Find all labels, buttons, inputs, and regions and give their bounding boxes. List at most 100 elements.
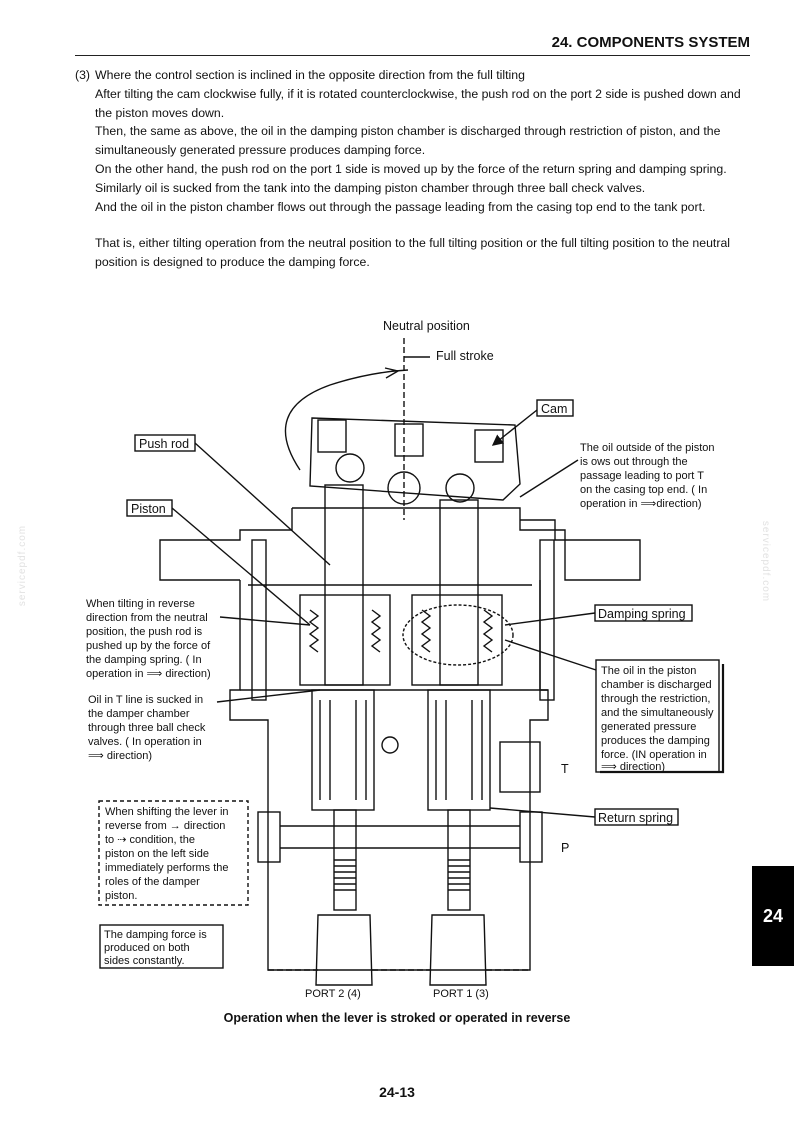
shift-line: piston on the left side — [105, 848, 209, 860]
both-sides-line: produced on both — [104, 942, 190, 954]
paragraph-line: After tilting the cam clockwise fully, i… — [95, 86, 741, 120]
piston-chamber-left — [299, 594, 391, 686]
oil-outside-line: passage leading to port T — [580, 470, 704, 482]
spool-right-grooves — [448, 859, 470, 891]
paragraph-line: On the other hand, the push rod on the p… — [95, 161, 727, 176]
casing-top-left — [159, 508, 293, 581]
t-port — [499, 741, 541, 793]
shift-line: roles of the damper — [105, 876, 200, 888]
oil-outside-line: is ows out through the — [580, 456, 688, 468]
t-line-leader — [216, 689, 321, 703]
piston-oil-line: and the simultaneously — [601, 707, 714, 719]
cam-label: Cam — [541, 402, 567, 416]
reverse-tilt-line: operation in ⟹ direction) — [86, 668, 211, 680]
list-item-3: (3) Where the control section is incline… — [75, 66, 751, 85]
port-2-label: PORT 2 (4) — [305, 988, 361, 1000]
cam-bolt-right — [474, 429, 504, 463]
piston-oil-note: The oil in the piston chamber is dischar… — [601, 665, 714, 773]
return-spring-right — [427, 689, 491, 811]
paragraph-line: Then, the same as above, the oil in the … — [95, 124, 721, 158]
damping-spring-highlight — [402, 604, 514, 666]
cam-bolt-left — [317, 419, 347, 453]
reverse-tilt-leader — [219, 616, 311, 626]
neutral-position-label: Neutral position — [383, 319, 470, 333]
cam-plate — [309, 417, 521, 501]
watermark-right: servicepdf.com — [760, 520, 772, 603]
push-rod-ball-right — [445, 473, 475, 503]
piston-oil-line: generated pressure — [601, 721, 696, 733]
header-rule — [75, 55, 750, 56]
piston-oil-line: ⟹ direction) — [601, 761, 665, 773]
spool-left-grooves — [334, 859, 356, 891]
push-rod-right — [439, 499, 479, 686]
t-line-line: the damper chamber — [88, 708, 190, 720]
oil-outside-leader — [519, 459, 579, 498]
piston-label: Piston — [131, 502, 166, 516]
damping-spring-left — [308, 609, 382, 653]
both-sides-note-box — [99, 924, 224, 969]
center-port — [381, 736, 399, 754]
page-number: 24-13 — [379, 1084, 415, 1100]
cam-bolt-center — [394, 423, 424, 457]
cam-leader — [491, 409, 538, 446]
push-rod-label: Push rod — [139, 437, 189, 451]
paragraph-line: Similarly oil is sucked from the tank in… — [95, 180, 646, 195]
watermark-left: servicepdf.com — [17, 524, 29, 607]
port-1-label: PORT 1 (3) — [433, 988, 489, 1000]
piston-chamber-right — [411, 594, 503, 686]
damping-spring-label: Damping spring — [598, 607, 686, 621]
shift-line: reverse from → direction — [105, 820, 225, 832]
piston-oil-line: force. (IN operation in — [601, 749, 707, 761]
shift-note: When shifting the lever in reverse from … — [105, 806, 229, 902]
p-line-left-cap — [257, 811, 281, 863]
push-rod-leader — [194, 442, 331, 566]
return-spring-leader — [489, 807, 596, 818]
reverse-tilt-line: When tilting in reverse — [86, 598, 195, 610]
piston-oil-line: through the restriction, — [601, 693, 710, 705]
both-sides-note: The damping force is produced on both si… — [104, 929, 207, 967]
port-2-fitting — [315, 914, 373, 986]
paragraph-line: And the oil in the piston chamber flows … — [95, 199, 706, 214]
full-stroke-label: Full stroke — [436, 349, 494, 363]
figure-caption: Operation when the lever is stroked or o… — [223, 1011, 571, 1025]
reverse-tilt-line: direction from the neutral — [86, 612, 208, 624]
oil-outside-line: The oil outside of the piston — [580, 442, 715, 454]
piston-oil-note-shadow — [600, 664, 725, 774]
piston-oil-line: produces the damping — [601, 735, 710, 747]
port-1-fitting — [429, 914, 487, 986]
both-sides-line: sides constantly. — [104, 955, 185, 967]
return-spring-left-coils — [319, 700, 367, 800]
p-port-label: P — [561, 841, 569, 855]
cam-label-box — [536, 399, 574, 417]
both-sides-line: The damping force is — [104, 929, 207, 941]
oil-outside-line: operation in ⟹direction) — [580, 498, 702, 510]
oil-outside-note: The oil outside of the piston is ows out… — [580, 442, 715, 510]
damping-spring-leader — [504, 612, 596, 626]
valve-diagram: Neutral position Full stroke Cam Push ro… — [86, 319, 725, 1000]
oil-outside-line: on the casing top end. ( In — [580, 484, 707, 496]
t-line-line: valves. ( In operation in — [88, 736, 202, 748]
piston-oil-line: chamber is discharged — [601, 679, 712, 691]
summary-paragraph: That is, either tilting operation from t… — [95, 236, 731, 270]
p-line — [280, 825, 520, 849]
item-heading: Where the control section is inclined in… — [95, 68, 525, 82]
t-line-line: through three ball check — [88, 722, 206, 734]
t-line-line: ⟹ direction) — [88, 750, 152, 762]
p-line-right-cap — [519, 811, 543, 863]
body-text: (3) Where the control section is incline… — [75, 66, 751, 272]
return-spring-label: Return spring — [598, 811, 673, 825]
return-spring-left — [311, 689, 375, 811]
shift-line: to ⇢ condition, the — [105, 834, 195, 846]
section-title: 24. COMPONENTS SYSTEM — [551, 34, 750, 51]
t-port-label: T — [561, 762, 569, 776]
return-spring-right-coils — [435, 700, 483, 800]
reverse-tilt-line: the damping spring. ( In — [86, 654, 202, 666]
push-rod-ball-left — [335, 453, 365, 483]
piston-oil-leader — [504, 639, 597, 671]
casing-top-right — [292, 507, 641, 581]
piston-oil-line: The oil in the piston — [601, 665, 696, 677]
chapter-tab[interactable]: 24 — [752, 866, 794, 966]
shift-line: When shifting the lever in — [105, 806, 229, 818]
cam-rotation-arc — [284, 369, 409, 471]
damping-spring-right — [420, 609, 494, 653]
